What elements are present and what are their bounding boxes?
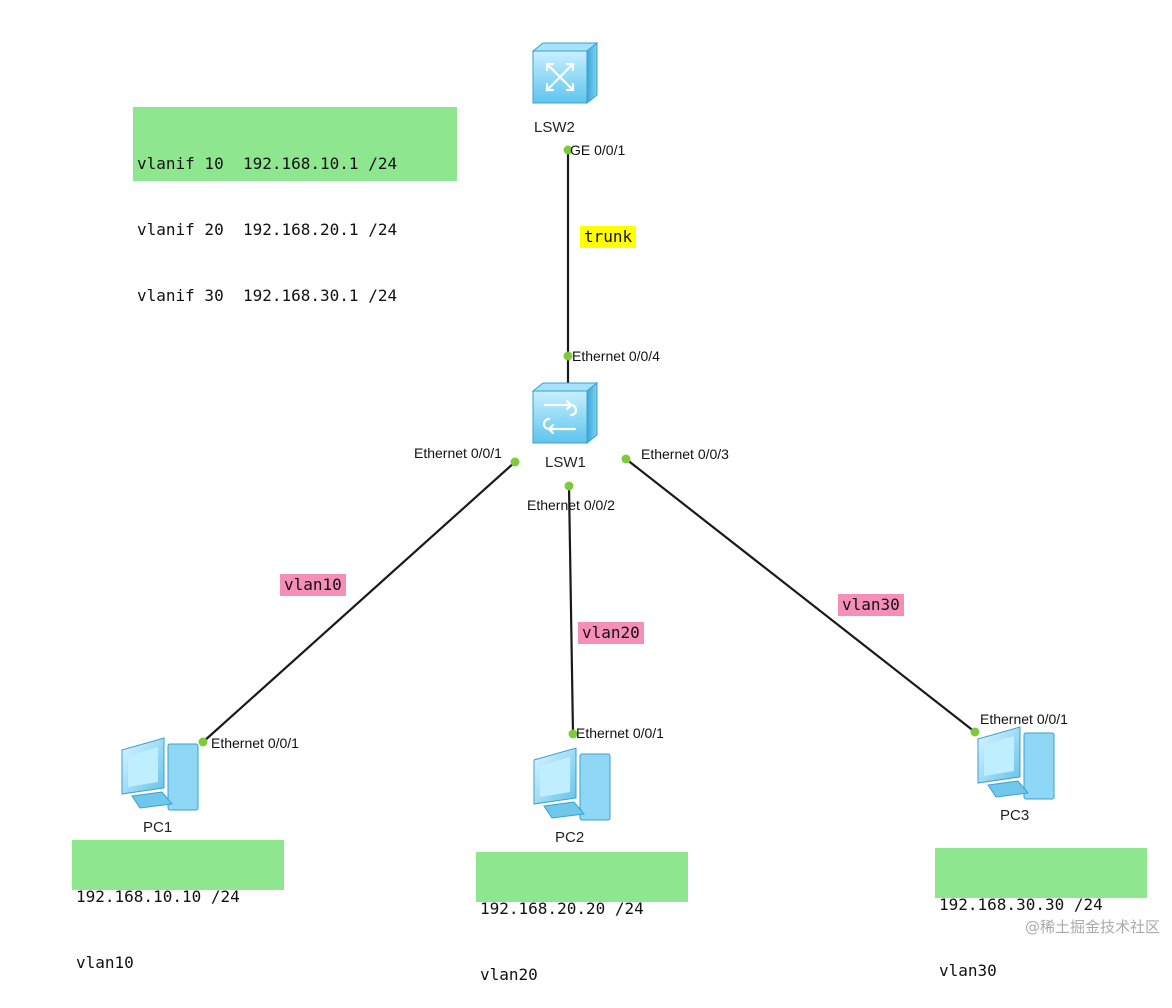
link-lsw1-pc2[interactable]: [567, 485, 575, 735]
device-label-pc1: PC1: [143, 819, 173, 836]
vlanif-line: vlanif 10 192.168.10.1 /24: [137, 154, 398, 173]
port-label-lsw1-e002: Ethernet 0/0/2: [527, 497, 615, 513]
pc3-note: 192.168.30.30 /24 vlan30: [935, 848, 1147, 980]
port-dot-lsw2-ge001: [563, 145, 573, 155]
pc-icon[interactable]: [121, 737, 199, 811]
port-dot-pc3-e001: [970, 727, 980, 737]
port-label-pc1-e001: Ethernet 0/0/1: [211, 735, 299, 751]
port-label-pc2-e001: Ethernet 0/0/1: [576, 725, 664, 741]
topology-canvas: [121, 41, 1055, 821]
pc-icon[interactable]: [977, 726, 1055, 800]
pc-ip: 192.168.30.30 /24: [939, 895, 1103, 914]
port-dot-pc1-e001: [198, 737, 208, 747]
pc-vlan: vlan10: [76, 953, 134, 972]
vlanif-line: vlanif 20 192.168.20.1 /24: [137, 220, 398, 239]
l3-switch-icon[interactable]: [531, 41, 599, 105]
device-label-pc2: PC2: [555, 829, 585, 846]
vlan-tag-pc2-link: vlan20: [578, 622, 644, 644]
port-dot-lsw1-e002: [564, 481, 574, 491]
pc-icon[interactable]: [533, 747, 611, 821]
vlanif-line: vlanif 30 192.168.30.1 /24: [137, 286, 398, 305]
port-dot-lsw1-e003: [621, 454, 631, 464]
pc-vlan: vlan30: [939, 961, 997, 980]
trunk-tag: trunk: [580, 226, 637, 248]
pc-vlan: vlan20: [480, 965, 538, 984]
port-dot-pc2-e001: [568, 729, 578, 739]
port-label-lsw2-ge001: GE 0/0/1: [570, 142, 626, 158]
device-label-pc3: PC3: [1000, 807, 1030, 824]
vlan-tag-pc3-link: vlan30: [838, 594, 904, 616]
watermark: @稀土掘金技术社区: [1024, 918, 1160, 936]
pc-ip: 192.168.20.20 /24: [480, 899, 644, 918]
links: [202, 150, 976, 743]
device-label-lsw2: LSW2: [534, 119, 575, 136]
pc1-note: 192.168.10.10 /24 vlan10: [72, 840, 284, 972]
port-dots: [198, 145, 980, 747]
vlanif-note: vlanif 10 192.168.10.1 /24 vlanif 20 192…: [133, 107, 457, 305]
vlan-tag-pc1-link: vlan10: [280, 574, 346, 596]
port-label-lsw1-e001: Ethernet 0/0/1: [414, 445, 502, 461]
link-lsw1-pc3[interactable]: [625, 458, 976, 733]
pc-ip: 192.168.10.10 /24: [76, 887, 240, 906]
l2-switch-icon[interactable]: [531, 381, 599, 445]
device-label-lsw1: LSW1: [545, 454, 586, 471]
port-label-lsw1-e003: Ethernet 0/0/3: [641, 446, 729, 462]
link-lsw1-pc1[interactable]: [202, 461, 516, 743]
port-dot-lsw1-e001: [510, 457, 520, 467]
pc2-note: 192.168.20.20 /24 vlan20: [476, 852, 688, 984]
port-label-lsw1-e004: Ethernet 0/0/4: [572, 348, 660, 364]
port-label-pc3-e001: Ethernet 0/0/1: [980, 711, 1068, 727]
port-dot-lsw1-e004: [563, 351, 573, 361]
